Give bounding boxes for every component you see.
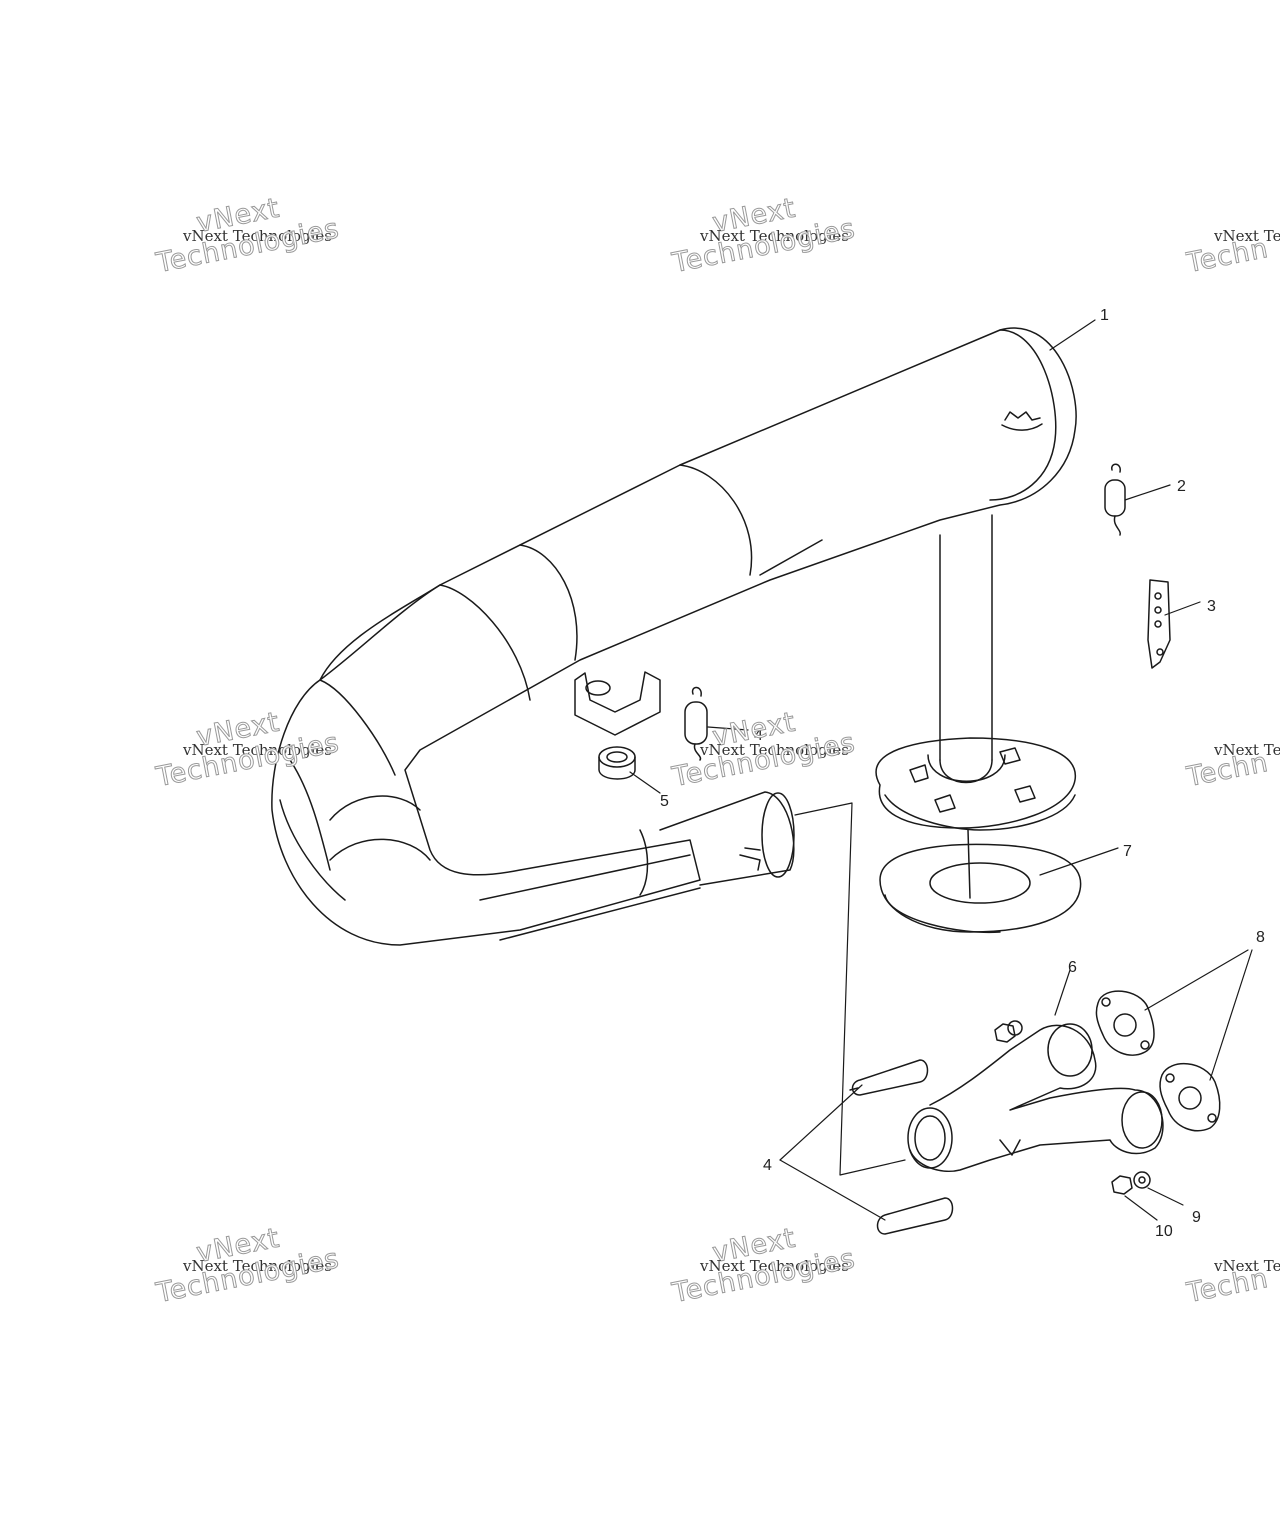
- spring-part-2: [1104, 463, 1126, 536]
- leader-lines: [629, 319, 1253, 1221]
- callout-10: 10: [1155, 1223, 1173, 1240]
- gasket-part-8-upper: [1095, 990, 1155, 1056]
- y-manifold-part-6: [907, 1023, 1164, 1172]
- bushing-part-5: [598, 746, 636, 780]
- nut-part-10: [994, 1023, 1133, 1195]
- inlet-pipe: [659, 791, 795, 886]
- mounting-bracket: [574, 671, 661, 736]
- watermark-line: vNext Technologies: [700, 227, 850, 245]
- callout-4-upper: 4: [754, 727, 763, 744]
- watermark-line: vNext Te: [1214, 1257, 1280, 1275]
- watermark-line: vNext Technologies: [183, 1257, 333, 1275]
- callout-5: 5: [660, 793, 669, 810]
- strap-part-3: [1147, 579, 1171, 669]
- washer-part-9: [1007, 1020, 1151, 1189]
- gasket-part-8-lower: [1159, 1062, 1221, 1132]
- callout-8: 8: [1256, 929, 1265, 946]
- muffler-part-1: [271, 327, 1077, 946]
- callout-3: 3: [1207, 598, 1216, 615]
- watermark-line: vNext Technologies: [183, 741, 333, 759]
- callout-6: 6: [1068, 959, 1077, 976]
- watermark-line: vNext Te: [1214, 741, 1280, 759]
- spring-part-4-upper: [684, 686, 708, 761]
- callout-7: 7: [1123, 843, 1132, 860]
- callout-2: 2: [1177, 478, 1186, 495]
- callout-9: 9: [1192, 1209, 1201, 1226]
- watermark-line: vNext Technologies: [700, 741, 850, 759]
- watermark-line: vNext Te: [1214, 227, 1280, 245]
- callout-4-lower: 4: [763, 1157, 772, 1174]
- spring-part-4-lower-b: [876, 1197, 954, 1235]
- spring-part-4-lower-a: [849, 1059, 929, 1096]
- gasket-part-7: [879, 843, 1082, 934]
- callout-labels: 1 2 3 4 5 7 6 8 4 9 10: [660, 307, 1265, 1240]
- watermark-line: vNext Technologies: [183, 227, 333, 245]
- tail-pipe-part-1: [875, 514, 1076, 899]
- callout-1: 1: [1100, 307, 1109, 324]
- watermark-line: vNext Technologies: [700, 1257, 850, 1275]
